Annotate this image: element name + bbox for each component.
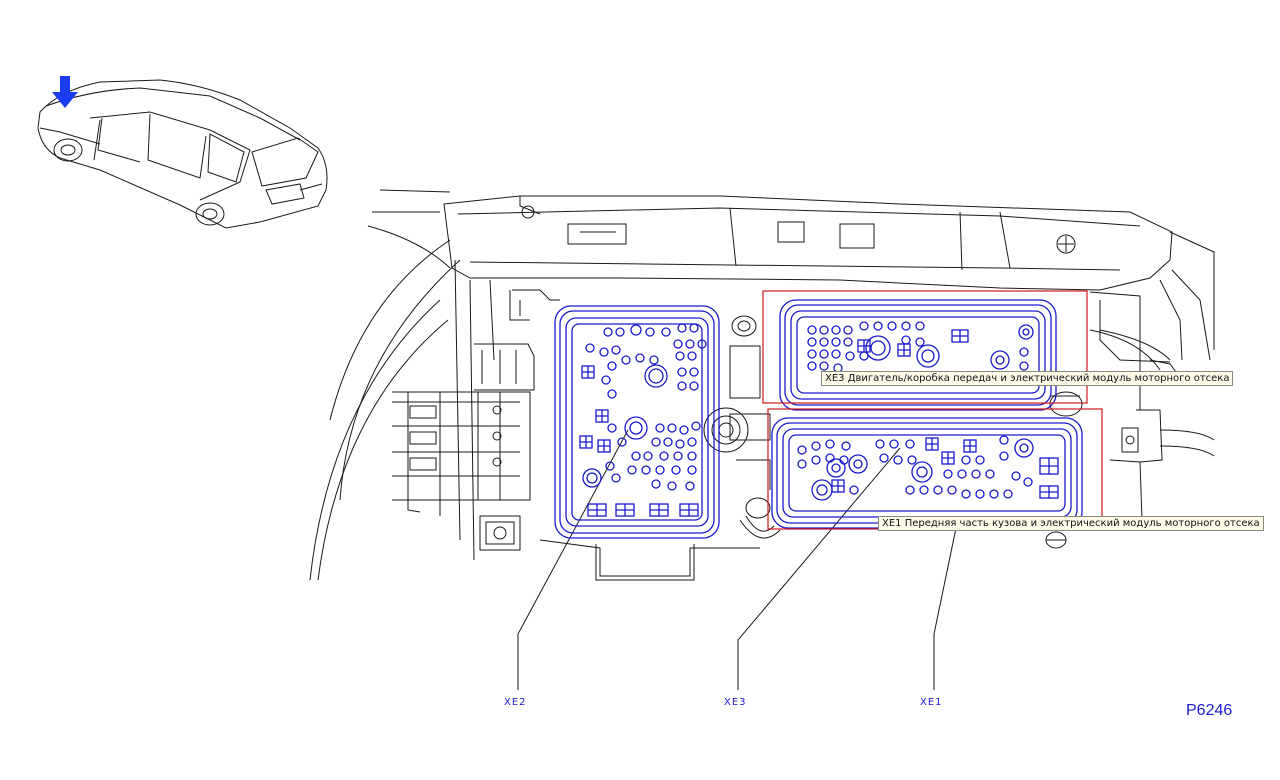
callout-xe3: XE3 Двигатель/коробка передач и электрич… [821,371,1234,386]
vehicle-thumbnail [37,79,328,229]
highlight-frame-xe3 [762,290,1088,404]
callout-xe1: XE1 Передняя часть кузова и электрически… [878,516,1264,531]
label-xe2: XE2 [504,697,527,708]
figure-reference: P6246 [1186,702,1233,719]
connector-xe3[interactable] [779,299,1057,411]
label-xe3: XE3 [724,697,747,708]
down-arrow-icon [52,76,78,108]
body-structure [309,189,1215,690]
connector-xe1[interactable] [771,417,1083,529]
label-xe1: XE1 [920,697,943,708]
connector-xe2[interactable] [554,305,720,539]
